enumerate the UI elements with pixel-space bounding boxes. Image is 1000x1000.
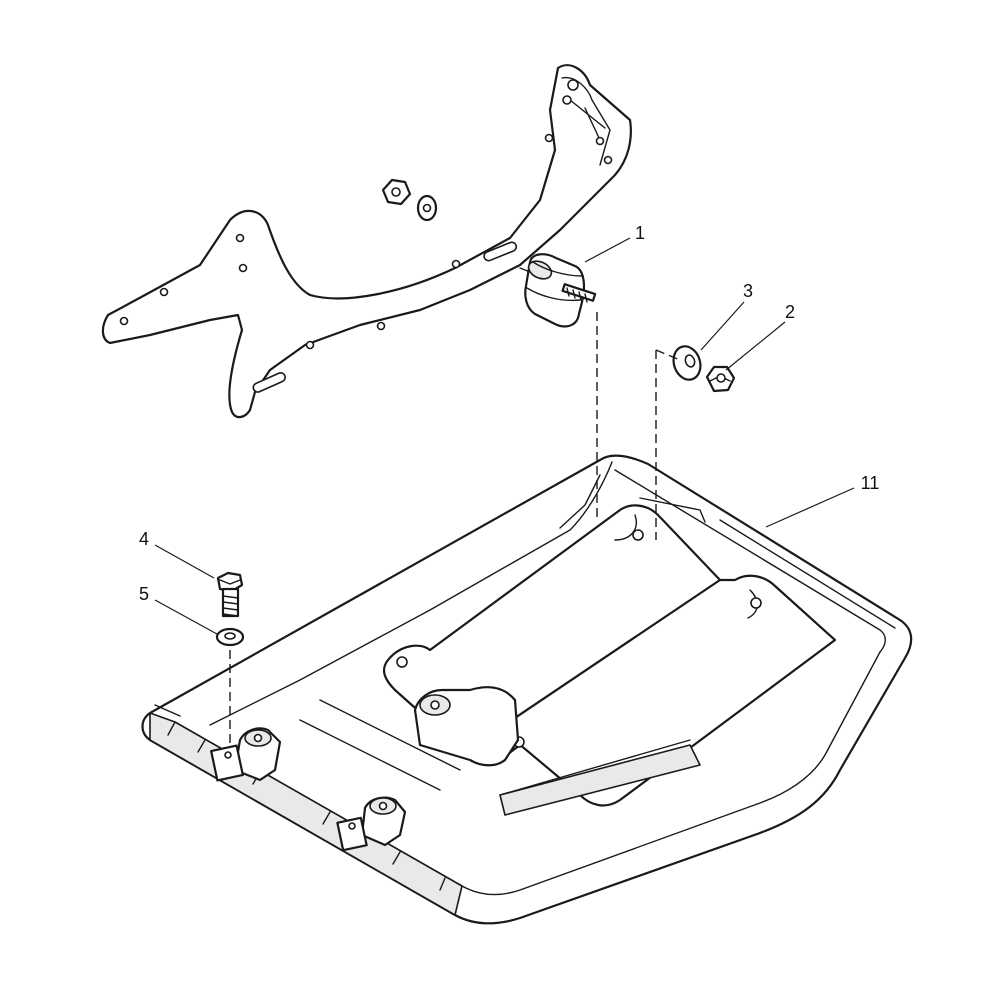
callout-part-5: 5 [139, 584, 149, 604]
hex-nut [705, 365, 736, 393]
callout-part-1: 1 [635, 223, 645, 243]
callout-leaders [154, 237, 855, 635]
hex-bolt [216, 571, 244, 618]
washer [672, 345, 702, 381]
callout-part-4: 4 [139, 529, 149, 549]
callout-part-3: 3 [743, 281, 753, 301]
assembly-lines [229, 312, 681, 748]
callout-part-11: 11 [861, 473, 880, 493]
lock-washer [215, 627, 245, 647]
rubber-mount [519, 253, 597, 328]
callout-part-2: 2 [785, 302, 795, 322]
mounting-bracket [101, 64, 632, 419]
bracket-nut-and-washer [381, 178, 438, 222]
skid-plate [141, 454, 913, 925]
